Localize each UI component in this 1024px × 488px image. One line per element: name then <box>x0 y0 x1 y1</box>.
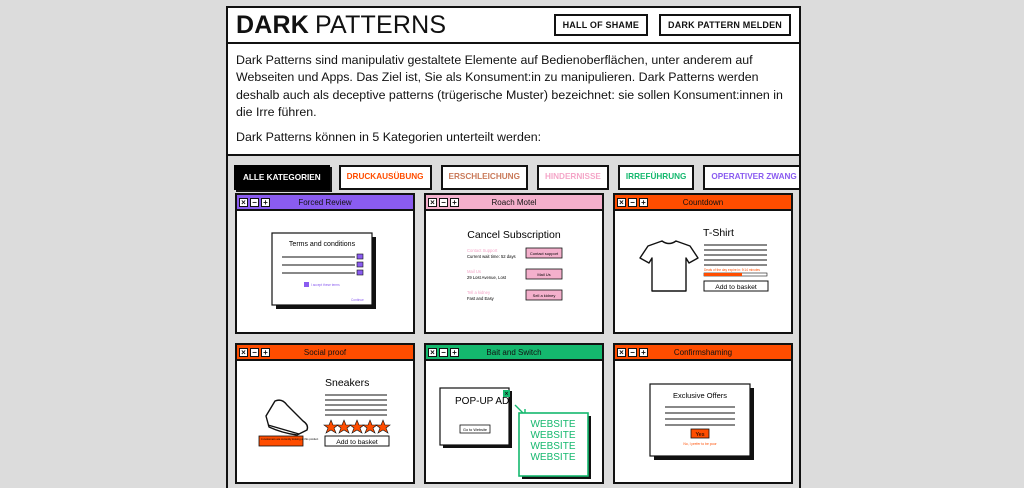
card-title: Bait and Switch <box>486 347 542 357</box>
maximize-icon[interactable]: + <box>261 197 270 207</box>
go-to-website-button: Go to Website <box>463 428 487 432</box>
close-icon[interactable]: × <box>428 347 437 357</box>
website-label: WEBSITE <box>530 441 575 452</box>
card-forced-review[interactable]: ×−+ Forced Review Terms and conditions I… <box>235 193 415 334</box>
maximize-icon[interactable]: + <box>261 347 270 357</box>
confirmshaming-illustration: Exclusive Offers Yes No, I prefer to be … <box>615 361 791 482</box>
main-frame: DARK PATTERNS HALL OF SHAME DARK PATTERN… <box>226 6 801 488</box>
cancel-heading: Cancel Subscription <box>467 229 561 241</box>
maximize-icon[interactable]: + <box>639 197 648 207</box>
website-label: WEBSITE <box>530 430 575 441</box>
card-titlebar: ×−+ Bait and Switch <box>426 345 602 361</box>
logo-light: PATTERNS <box>315 10 447 39</box>
card-title: Roach Motel <box>491 197 537 207</box>
card-titlebar: ×−+ Forced Review <box>237 195 413 211</box>
continue-label: Continue <box>351 298 364 302</box>
sneaker-icon <box>265 399 309 436</box>
filter-hindernisse[interactable]: HINDERNISSE <box>536 165 609 190</box>
contact-support-button: Contact support <box>530 251 559 256</box>
website-label: WEBSITE <box>530 452 575 463</box>
timer-text: Deals of the day expire in: 9:14 minutes <box>704 268 760 272</box>
card-title: Social proof <box>303 347 347 357</box>
contact-support-label: Contact Support <box>467 248 498 253</box>
wait-time-text: Current wait time: 52 days <box>467 254 516 259</box>
close-icon: × <box>505 392 509 398</box>
terms-heading: Terms and conditions <box>289 241 356 248</box>
social-proof-illustration: 4 customers are currently looking at thi… <box>237 361 413 482</box>
pattern-gallery: ALLE KATEGORIEN DRUCKAUSÜBUNG ERSCHLEICH… <box>228 156 799 488</box>
logo-bold: DARK <box>236 10 310 39</box>
filter-druckausuebung[interactable]: DRUCKAUSÜBUNG <box>338 165 432 190</box>
filter-all[interactable]: ALLE KATEGORIEN <box>234 165 330 190</box>
close-icon[interactable]: × <box>428 197 437 207</box>
close-icon[interactable]: × <box>239 347 248 357</box>
countdown-illustration: T-Shirt Deals of the day expire in: 9:14… <box>615 211 791 332</box>
bait-switch-illustration: POP-UP AD Go to Website × WEBSITE WEBSIT… <box>426 361 602 482</box>
intro-text: Dark Patterns sind manipulativ gestaltet… <box>228 44 799 156</box>
offers-heading: Exclusive Offers <box>673 391 727 400</box>
viewers-badge: 4 customers are currently looking at thi… <box>261 437 318 441</box>
filter-irrefuehrung[interactable]: IRREFÜHRUNG <box>617 165 695 190</box>
minimize-icon[interactable]: − <box>628 347 637 357</box>
card-countdown[interactable]: ×−+ Countdown T-Shirt Deals of the day e… <box>613 193 793 334</box>
popup-heading: POP-UP AD <box>455 396 509 407</box>
forced-review-illustration: Terms and conditions I accept these term… <box>237 211 413 332</box>
maximize-icon[interactable]: + <box>450 197 459 207</box>
kidney-button: Sell a kidney <box>533 293 556 298</box>
card-titlebar: ×−+ Confirmshaming <box>615 345 791 361</box>
no-link: No, I prefer to be poor <box>683 442 717 446</box>
card-titlebar: ×−+ Social proof <box>237 345 413 361</box>
minimize-icon[interactable]: − <box>439 347 448 357</box>
card-social-proof[interactable]: ×−+ Social proof 4 customers are current… <box>235 343 415 484</box>
maximize-icon[interactable]: + <box>450 347 459 357</box>
site-logo[interactable]: DARK PATTERNS <box>236 8 446 42</box>
minimize-icon[interactable]: − <box>250 197 259 207</box>
card-title: Forced Review <box>298 197 352 207</box>
roach-motel-illustration: Cancel Subscription Contact Support Curr… <box>426 211 602 332</box>
hall-of-shame-button[interactable]: HALL OF SHAME <box>553 14 649 36</box>
fast-easy-text: Fast and Easy <box>467 296 495 301</box>
minimize-icon[interactable]: − <box>250 347 259 357</box>
site-header: DARK PATTERNS HALL OF SHAME DARK PATTERN… <box>228 8 799 44</box>
add-to-basket-button: Add to basket <box>336 439 378 446</box>
tshirt-icon <box>639 240 699 292</box>
filter-erschleichung[interactable]: ERSCHLEICHUNG <box>440 165 528 190</box>
add-to-basket-button: Add to basket <box>715 284 757 291</box>
card-titlebar: ×−+ Roach Motel <box>426 195 602 211</box>
website-label: WEBSITE <box>530 419 575 430</box>
product-heading: T-Shirt <box>703 227 734 239</box>
category-filters: ALLE KATEGORIEN DRUCKAUSÜBUNG ERSCHLEICH… <box>234 165 799 190</box>
product-heading: Sneakers <box>325 377 369 389</box>
yes-button: Yes <box>696 432 705 438</box>
accept-terms-label: I accept these terms <box>311 283 340 287</box>
card-titlebar: ×−+ Countdown <box>615 195 791 211</box>
minimize-icon[interactable]: − <box>439 197 448 207</box>
rating-stars <box>323 419 391 434</box>
report-dark-pattern-button[interactable]: DARK PATTERN MELDEN <box>659 14 791 36</box>
card-confirmshaming[interactable]: ×−+ Confirmshaming Exclusive Offers Yes … <box>613 343 793 484</box>
card-roach-motel[interactable]: ×−+ Roach Motel Cancel Subscription Cont… <box>424 193 604 334</box>
intro-paragraph: Dark Patterns sind manipulativ gestaltet… <box>236 53 783 119</box>
card-bait-and-switch[interactable]: ×−+ Bait and Switch POP-UP AD Go to Webs… <box>424 343 604 484</box>
card-title: Countdown <box>682 197 724 207</box>
mail-us-label: Mail Us <box>467 269 481 274</box>
maximize-icon[interactable]: + <box>639 347 648 357</box>
filter-operativer-zwang[interactable]: OPERATIVER ZWANG <box>703 165 799 190</box>
address-text: 29 Lost Avenue, Lost <box>467 275 507 280</box>
intro-categories-note: Dark Patterns können in 5 Kategorien unt… <box>236 130 542 145</box>
mail-us-button: Mail Us <box>537 272 550 277</box>
close-icon[interactable]: × <box>239 197 248 207</box>
close-icon[interactable]: × <box>617 197 626 207</box>
close-icon[interactable]: × <box>617 347 626 357</box>
kidney-label: Tell a kidney <box>467 290 491 295</box>
minimize-icon[interactable]: − <box>628 197 637 207</box>
card-title: Confirmshaming <box>673 347 733 357</box>
